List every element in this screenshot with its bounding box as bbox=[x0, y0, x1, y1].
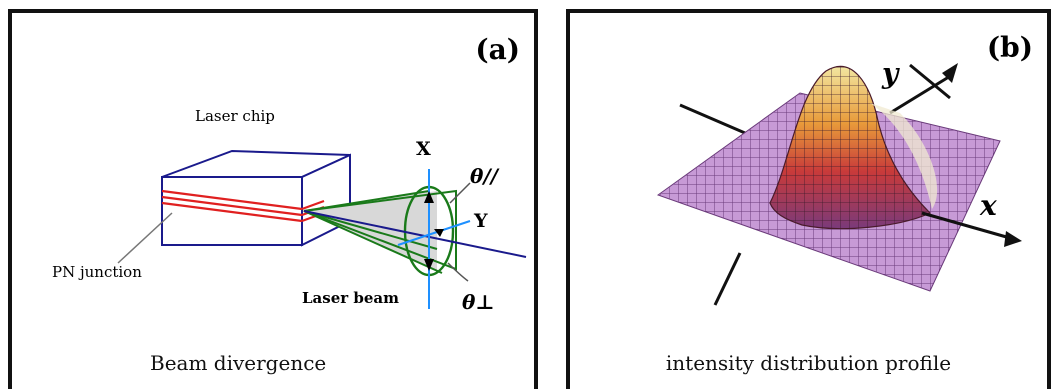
beam-divergence-diagram: Laser chip PN junction Laser beam X Y θ/… bbox=[52, 107, 527, 314]
pn-junction-pointer bbox=[117, 212, 173, 264]
theta-perp-pointer bbox=[447, 262, 469, 282]
y-axis-arrowhead bbox=[942, 63, 958, 83]
laser-chip bbox=[161, 149, 351, 247]
x-axis-label-b: x bbox=[979, 189, 997, 222]
theta-parallel-pointer bbox=[449, 182, 471, 204]
panel-b-tag: (b) bbox=[986, 31, 1033, 64]
peak-highlight bbox=[870, 103, 938, 209]
panel-b-intensity-profile: (b) bbox=[566, 9, 1051, 389]
gaussian-peak-mesh bbox=[770, 66, 930, 229]
y-axis-line-b bbox=[909, 63, 951, 100]
optical-axis-line bbox=[303, 210, 527, 258]
x-arrow-down bbox=[424, 259, 434, 271]
x-arrow-up bbox=[424, 191, 434, 203]
panel-a-beam-divergence: (a) bbox=[8, 9, 538, 389]
laser-chip-label: Laser chip bbox=[195, 107, 275, 125]
front-axis-down bbox=[713, 252, 742, 306]
laser-beam-label: Laser beam bbox=[302, 289, 399, 307]
panel-b-caption: intensity distribution profile bbox=[665, 351, 952, 375]
intensity-surface-plot: y x bbox=[656, 57, 1022, 306]
theta-parallel-label: θ// bbox=[470, 164, 500, 188]
x-axis-arrowhead bbox=[1004, 231, 1022, 247]
x-axis-line-b bbox=[921, 211, 1011, 240]
x-axis-label: X bbox=[416, 138, 431, 160]
theta-perp-label: θ⊥ bbox=[462, 290, 495, 314]
pn-junction-label: PN junction bbox=[52, 263, 142, 281]
y-axis-shaft bbox=[889, 73, 953, 115]
panel-a-caption: Beam divergence bbox=[150, 351, 327, 375]
back-axis-left bbox=[679, 103, 746, 135]
y-axis-label-b: y bbox=[881, 57, 900, 90]
y-axis-line bbox=[397, 220, 471, 246]
y-arrow bbox=[434, 229, 444, 237]
panel-a-tag: (a) bbox=[475, 33, 520, 66]
y-axis-label: Y bbox=[473, 210, 488, 232]
